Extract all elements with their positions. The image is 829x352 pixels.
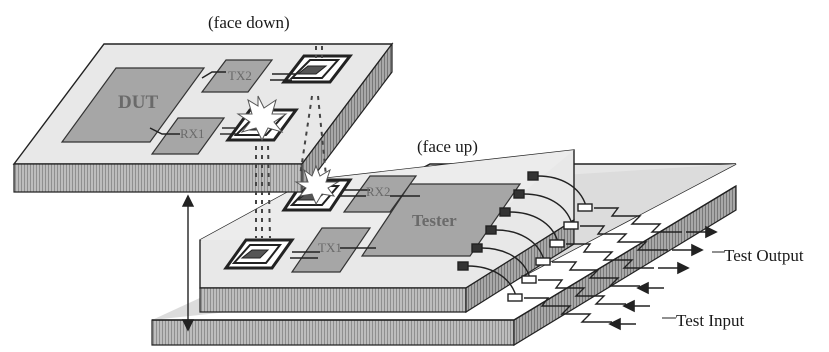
radiation-burst-bottom (294, 164, 340, 206)
rx2-label: RX2 (366, 184, 391, 199)
rx2-chip (342, 175, 418, 213)
dut-wiring (149, 71, 296, 135)
signal-traces (524, 207, 682, 323)
face-up-label: (face up) (417, 137, 478, 156)
tx1-chip (290, 227, 372, 273)
radiation-burst-top (236, 95, 288, 142)
tx2-chip (200, 59, 274, 93)
input-arrows (608, 281, 664, 331)
rx1-chip (150, 117, 226, 155)
test-input-label: Test Input (676, 311, 744, 330)
test-output-label: Test Output (724, 246, 804, 265)
separation-arrow (181, 194, 195, 332)
coil-dut-top (280, 54, 354, 84)
tx1-label: TX1 (318, 240, 342, 255)
tx2-label: TX2 (228, 68, 252, 83)
tester-label: Tester (412, 211, 457, 230)
coil-bottom-left (223, 238, 320, 270)
face-down-label: (face down) (208, 13, 290, 32)
tester-chip (360, 183, 522, 257)
rx1-label: RX1 (180, 126, 205, 141)
probe-contacts (457, 171, 593, 302)
dut-chip (60, 67, 206, 143)
dut-label: DUT (118, 92, 158, 113)
output-arrows (658, 225, 718, 275)
coupling-lines (255, 46, 327, 239)
